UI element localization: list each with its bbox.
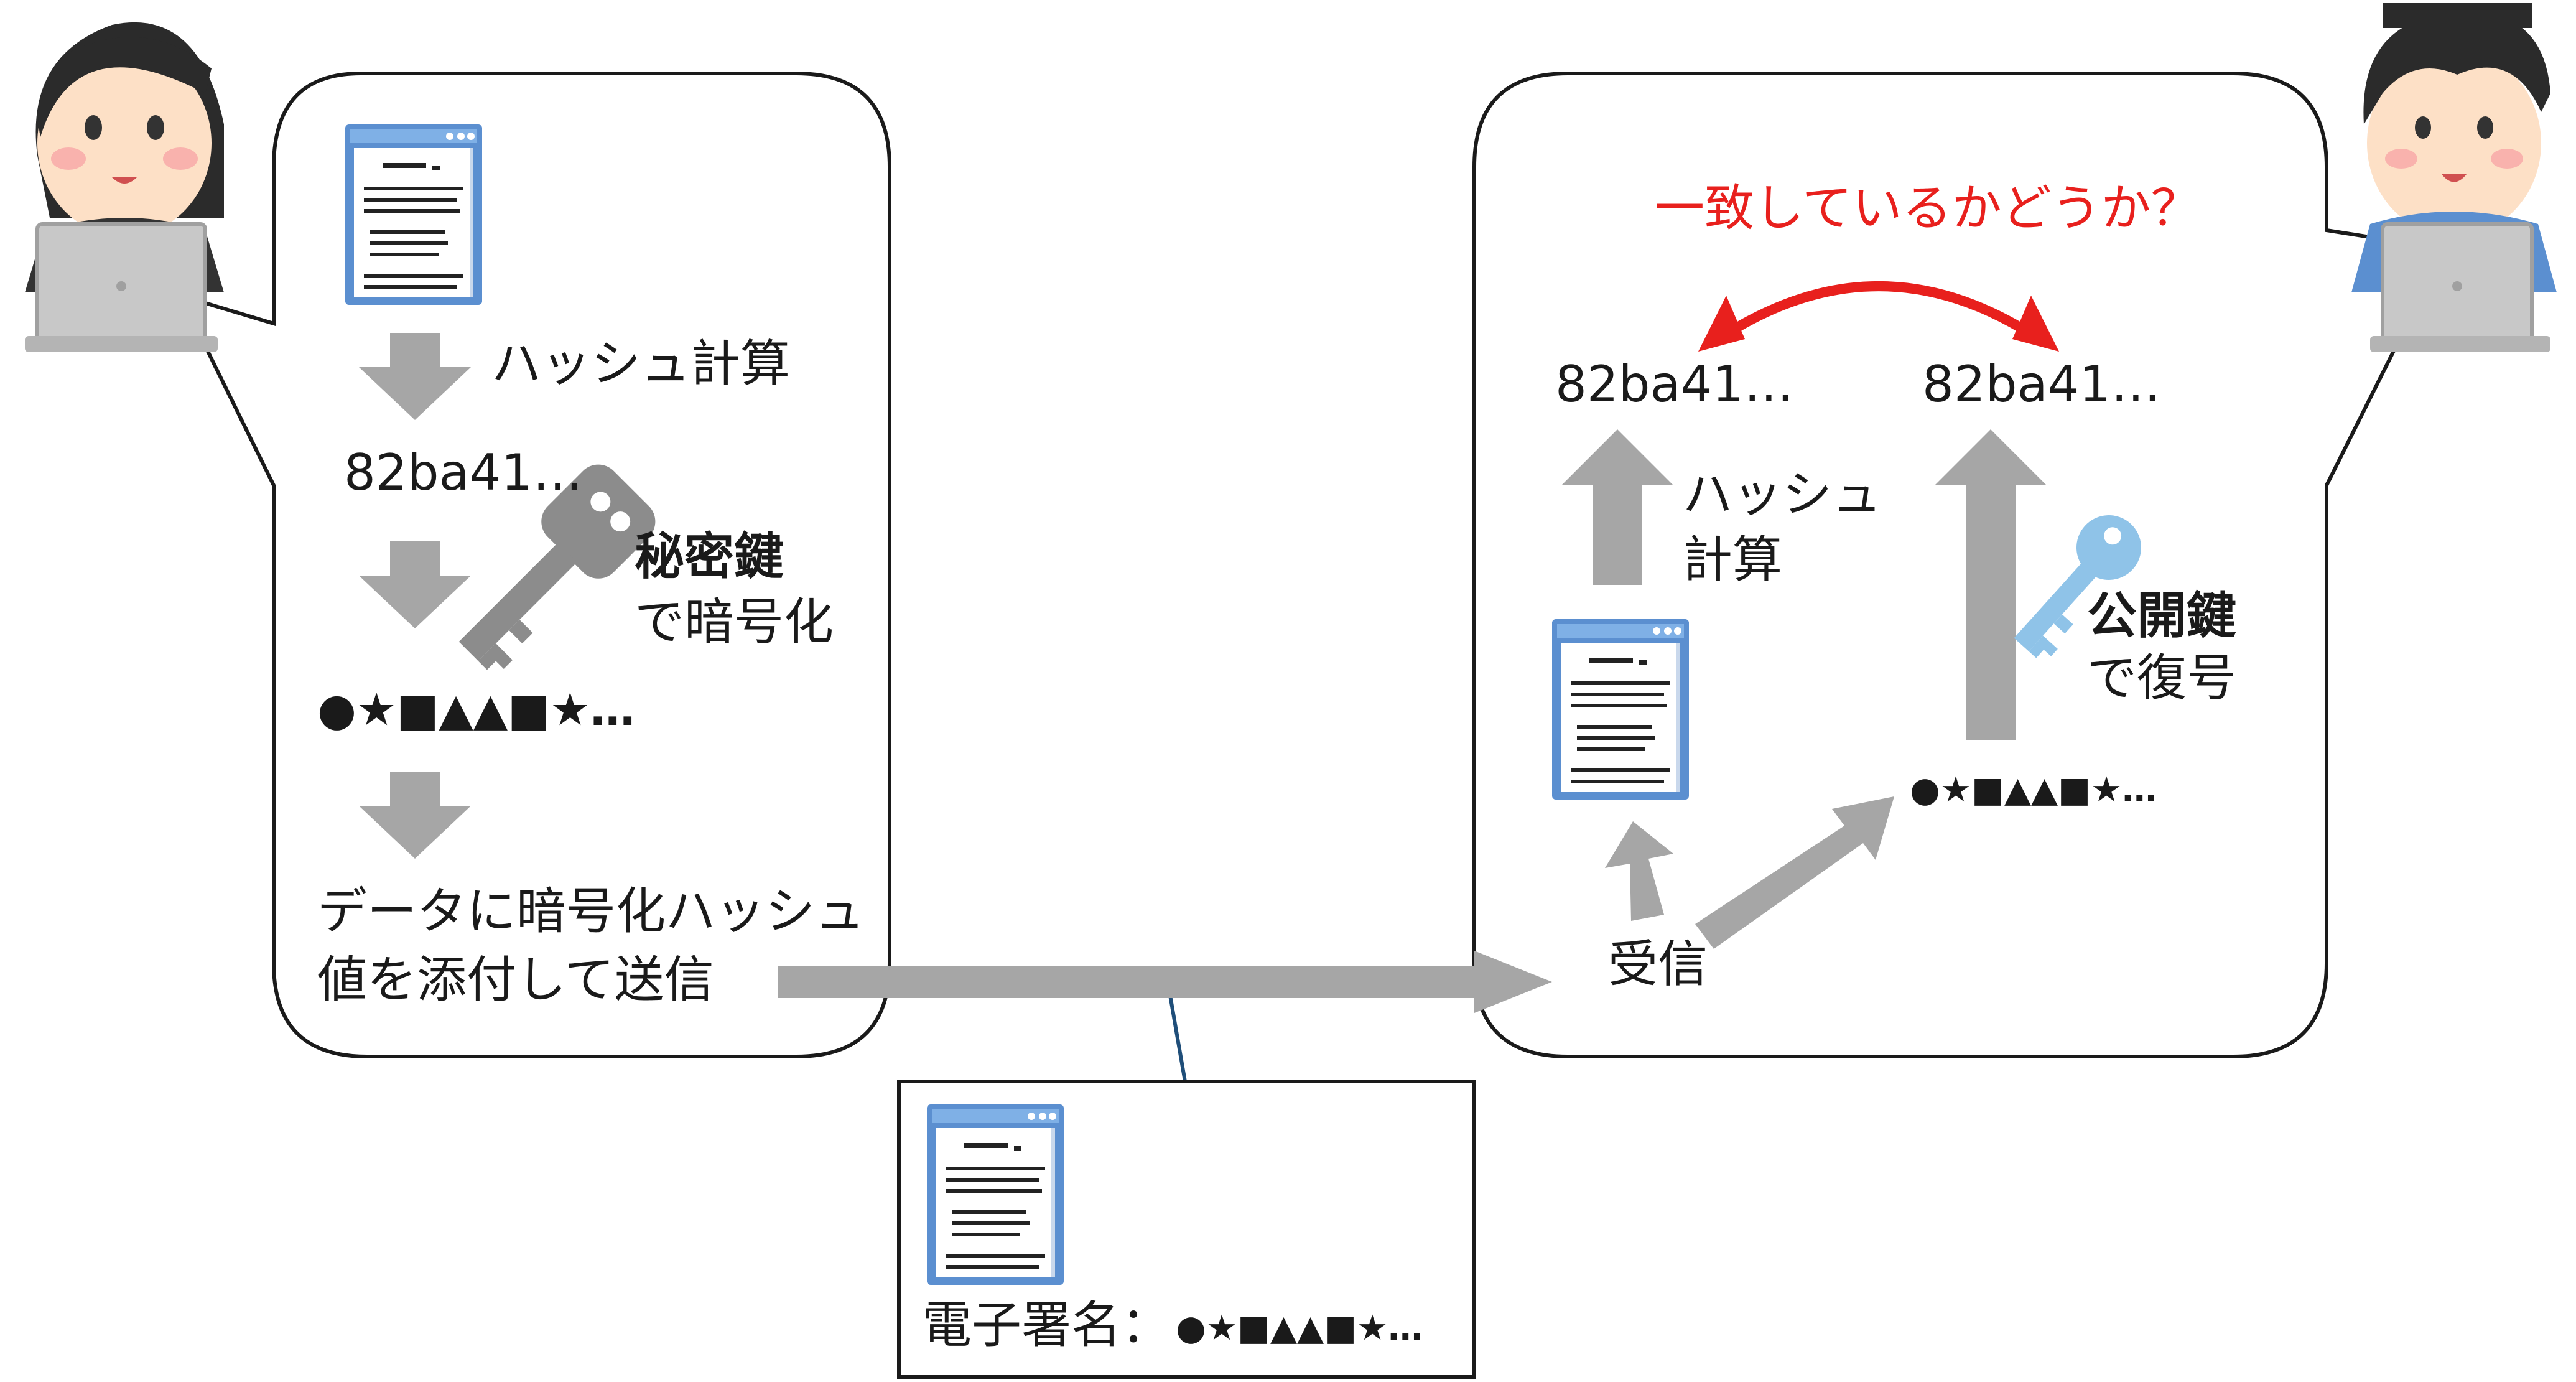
send-arrow (778, 951, 1552, 1013)
received-encrypted-hash: ●★■▲▲■★… (1910, 770, 2157, 810)
signature-label: 電子署名： (922, 1296, 1171, 1354)
public-key-label: 公開鍵 (2087, 587, 2236, 645)
decrypt-label: で復号 (2087, 649, 2236, 707)
hash-calc-label-line2: 計算 (1683, 531, 1782, 589)
arrowhead (2012, 296, 2059, 352)
computed-hash: 82ba41… (1555, 355, 1794, 413)
arrow-to-document (1605, 821, 1673, 921)
comparison-arrow (1720, 281, 2037, 340)
hash-calc-label-line1: ハッシュ (1683, 465, 1882, 523)
up-arrow-decrypt (1935, 429, 2047, 740)
gray-key-icon (458, 464, 656, 670)
private-key-label: 秘密鍵 (635, 528, 784, 586)
up-arrow-hash (1561, 429, 1673, 585)
received-label: 受信 (1608, 935, 1708, 993)
match-question: 一致しているかどうか？ (1655, 179, 2201, 237)
encrypted-hash: ●★■▲▲■★… (317, 683, 635, 735)
encrypt-label: で暗号化 (635, 593, 834, 651)
blue-key-icon (2014, 515, 2141, 658)
send-description-line1: データに暗号化ハッシュ (317, 882, 865, 940)
hash-calc-label: ハッシュ計算 (491, 335, 790, 393)
arrow-to-encrypted (1695, 796, 1894, 949)
woman-with-laptop-icon (25, 22, 224, 352)
decrypted-hash: 82ba41… (1922, 355, 2161, 413)
arrowhead (1698, 296, 1745, 352)
man-with-laptop-icon (2351, 3, 2557, 352)
document-icon (1552, 619, 1689, 800)
sender-speech-bubble (177, 72, 891, 1058)
document-icon (927, 1104, 1064, 1285)
signature-value: ●★■▲▲■★… (1176, 1308, 1423, 1348)
document-icon (345, 124, 482, 305)
send-description-line2: 値を添付して送信 (317, 951, 714, 1009)
hash-value: 82ba41… (344, 444, 583, 502)
